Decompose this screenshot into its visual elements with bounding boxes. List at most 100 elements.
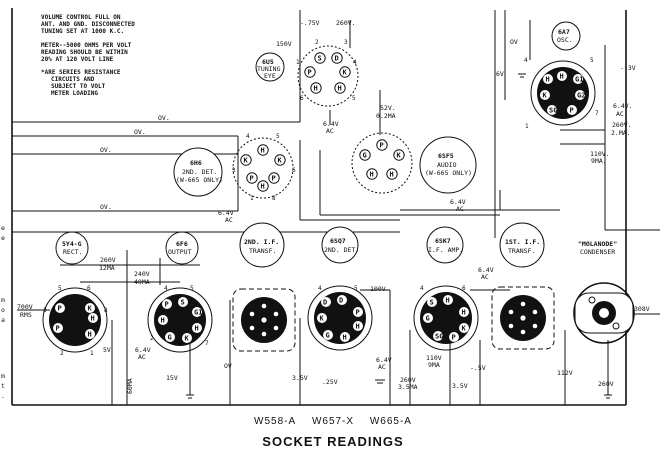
- tube-function: OUTPUT: [168, 248, 192, 256]
- reading: 3.5MA: [398, 383, 418, 391]
- pin-label: H: [462, 309, 466, 317]
- note-line: METER--5000 OHMS PER VOLT: [41, 42, 132, 49]
- pin-label: H: [261, 183, 265, 191]
- reading: AC: [481, 273, 489, 281]
- pin-label: P: [452, 334, 456, 342]
- pin-label: H: [88, 331, 92, 339]
- reading: 100V: [370, 285, 386, 293]
- pin-label: S: [430, 299, 434, 307]
- pin-label: P: [250, 175, 254, 183]
- tube-name: 6SF5: [438, 152, 454, 160]
- pin-label: G: [326, 332, 330, 340]
- reading: AC: [225, 216, 233, 224]
- reading: 12MA: [99, 264, 115, 272]
- pin-numbers: 2 3 4 5 6 1 4 5 3 6 1 8 5 6 3 8 2 1 4 5 …: [43, 39, 599, 357]
- note-line: VOLUME CONTROL FULL ON: [41, 14, 121, 21]
- reading: 6.4V: [478, 266, 494, 274]
- tube-name: 6U5: [262, 58, 274, 66]
- model-number: W558-A: [254, 416, 297, 427]
- pin-label: D: [335, 55, 339, 63]
- reading: AC: [326, 127, 334, 135]
- molanode-condenser: "MOLANODE" CONDENSER: [573, 240, 635, 344]
- tube-6sf5: G K H H P 6SF5 AUDIO (W-665 ONLY): [351, 132, 477, 194]
- reading: OV.: [100, 203, 112, 211]
- pin-label: SG: [549, 107, 557, 115]
- reading: 260V.: [336, 19, 356, 27]
- reading: OV.: [158, 114, 170, 122]
- reading: 40MA: [134, 278, 150, 286]
- note-line: 20% AT 120 VOLT LINE: [41, 56, 114, 63]
- svg-text:m: m: [1, 296, 5, 304]
- pin-label: P: [58, 305, 62, 313]
- svg-text:2: 2: [315, 39, 319, 46]
- pin-label: H: [343, 334, 347, 342]
- svg-text:6: 6: [87, 285, 91, 292]
- pin-label: K: [543, 92, 548, 100]
- note-line: METER LOADING: [51, 90, 98, 97]
- page-title: SOCKET READINGS: [262, 434, 404, 449]
- tube-name: 6H6: [190, 159, 202, 167]
- svg-text:7: 7: [595, 110, 599, 117]
- reading: 6.4V.: [613, 102, 633, 110]
- pin-label: K: [343, 69, 348, 77]
- pin-label: H: [161, 317, 165, 325]
- svg-text:2: 2: [60, 350, 64, 357]
- svg-text:1: 1: [90, 350, 94, 357]
- tube-function: I.F. AMP.: [428, 246, 463, 254]
- reading: 15V: [166, 374, 178, 382]
- pin-label: K: [397, 152, 402, 160]
- note-line: *ARE SERIES RESISTANCE: [41, 69, 121, 76]
- pin-label: H: [261, 147, 265, 155]
- tube-function: TRANSF.: [249, 247, 276, 255]
- tube-function: (W-665 ONLY): [176, 176, 223, 184]
- pin-label: S: [318, 55, 322, 63]
- reading: 700V: [17, 303, 33, 311]
- reading: 240V: [134, 270, 150, 278]
- reading: 260V: [400, 376, 416, 384]
- reading: 60MA: [126, 378, 134, 394]
- reading: AC: [138, 353, 146, 361]
- reading: 9MA.: [591, 157, 607, 165]
- model-numbers: W558-A W657-X W665-A: [0, 416, 666, 427]
- reading: 308V: [634, 305, 650, 313]
- reading: 6.4V: [218, 209, 234, 217]
- ground-symbols: [186, 73, 612, 399]
- svg-text:o: o: [1, 306, 5, 314]
- tube-6sq7: D D K P H G H 6SQ7 2ND. DET.: [307, 226, 373, 351]
- pin-label: D: [339, 297, 343, 305]
- svg-text:e: e: [1, 224, 5, 232]
- wiring: [12, 10, 660, 405]
- pin-label: H: [446, 297, 450, 305]
- svg-text:1: 1: [250, 195, 254, 202]
- svg-text:4: 4: [246, 133, 250, 140]
- svg-text:4: 4: [420, 285, 424, 292]
- pin-label: P: [356, 309, 360, 317]
- svg-text:t: t: [1, 382, 5, 390]
- svg-text:5: 5: [190, 285, 194, 292]
- model-number: W665-A: [369, 416, 412, 427]
- pin-label: K: [320, 315, 325, 323]
- tube-function: TUNING: [257, 65, 281, 73]
- tube-6h6: K K P P H H 6H6 2ND. DET. (W-665 ONLY): [173, 137, 294, 199]
- svg-text:1: 1: [525, 123, 529, 130]
- reading: 260V.: [612, 121, 632, 129]
- tube-6f6: P S G1 H H G K 6F6 OUTPUT: [147, 231, 213, 353]
- reading: AC: [378, 363, 386, 371]
- margin-fragments: e e m o a m t .: [1, 224, 5, 400]
- svg-text:4: 4: [164, 285, 168, 292]
- svg-text:1: 1: [296, 59, 300, 66]
- svg-text:4: 4: [353, 59, 357, 66]
- svg-text:5: 5: [354, 285, 358, 292]
- reading: 52V.: [380, 104, 396, 112]
- pin-label: G1: [194, 309, 202, 317]
- tube-function: RECT.: [63, 248, 83, 256]
- pin-label: H: [560, 73, 564, 81]
- reading: 2.MA.: [611, 129, 631, 137]
- pin-label: G: [426, 315, 430, 323]
- svg-text:5: 5: [590, 57, 594, 64]
- svg-text:3: 3: [43, 307, 47, 314]
- pin-label: H: [338, 85, 342, 93]
- pin-label: P: [56, 325, 60, 333]
- pin-label: G2: [577, 92, 585, 100]
